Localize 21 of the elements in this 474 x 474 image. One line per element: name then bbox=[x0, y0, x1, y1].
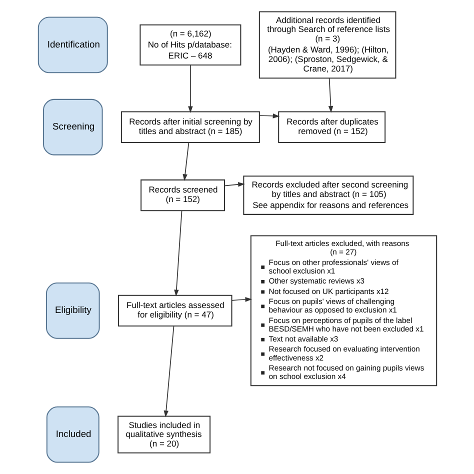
node-box: Identification bbox=[37, 16, 108, 74]
node-box: Records excluded after second screening by titles and abstract (n = 105) See appendix for reasons and references bbox=[242, 176, 414, 215]
arrow bbox=[230, 297, 252, 302]
arrow bbox=[328, 78, 333, 113]
node-box: Screening bbox=[42, 98, 102, 156]
arrow bbox=[188, 64, 192, 114]
arrow bbox=[224, 182, 244, 187]
arrow bbox=[182, 142, 189, 181]
node-box: Additional records identified through Search of reference lists (n = 3) (Hayden & Ward, 1996); (Hilton, 2006); (Sproston, Sedgewick, & Crane, 2017) bbox=[258, 11, 396, 79]
node-box: Eligibility bbox=[46, 282, 100, 339]
node-box: Records screened (n = 152) bbox=[140, 179, 225, 212]
node-box: Records after initial screening by titles and abstract (n = 185) bbox=[120, 111, 260, 143]
arrow bbox=[258, 114, 280, 118]
node-box: (n = 6,162) No of Hits p/database: ERIC – 648 bbox=[139, 24, 241, 66]
arrow bbox=[163, 326, 174, 418]
node-box: Included bbox=[46, 406, 99, 463]
node-box: Full-text articles assessed for eligibility (n = 47) bbox=[117, 294, 232, 327]
arrow bbox=[174, 210, 182, 297]
node-box: Full-text articles excluded, with reasons (n = 27) Focus on other professionals' views of school exclusion x1 Other systematic reviews x3 Not focused on UK participants x12 Focus on pupils' views of challenging behaviour as opposed to exclusion x1 Focus on perceptions of pupils of the label BESD/SEMH who have not been excluded x1 Text not available x3 Research focused on evaluating intervention effectiveness x2 Research not focused on gaining pupils views on school exclusion x4 bbox=[250, 235, 437, 386]
node-box: Records after duplicates removed (n = 152) bbox=[278, 111, 386, 143]
node-box: Studies included in qualitative synthesis (n = 20) bbox=[117, 416, 210, 454]
